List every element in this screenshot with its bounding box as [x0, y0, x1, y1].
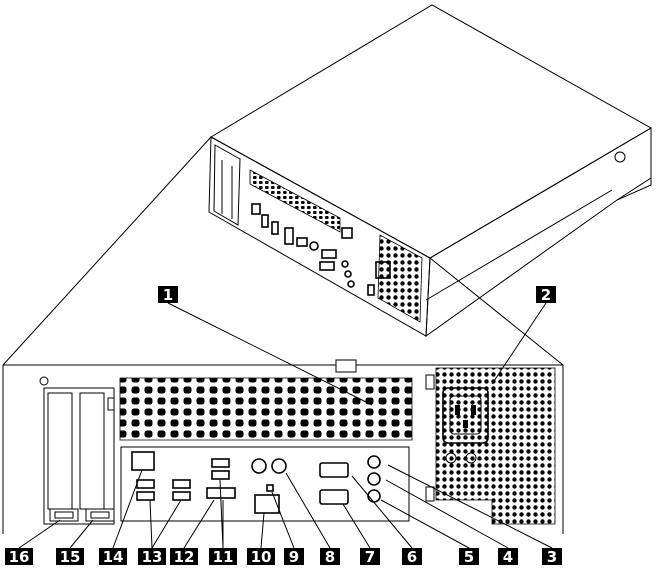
callout-9-label: 9: [289, 548, 299, 566]
callout-13-label: 13: [142, 548, 163, 566]
callout-13: 13: [138, 548, 166, 566]
callout-7: 7: [360, 548, 380, 566]
callout-1: 1: [158, 286, 178, 304]
callout-16-label: 16: [9, 548, 30, 566]
rear-panel: [3, 360, 563, 534]
callout-3: 3: [542, 548, 562, 566]
callout-3-label: 3: [547, 548, 557, 566]
callout-15-label: 15: [60, 548, 81, 566]
callout-8: 8: [320, 548, 340, 566]
callout-10-label: 10: [251, 548, 272, 566]
callout-14: 14: [99, 548, 127, 566]
callout-2-label: 2: [541, 286, 551, 304]
callout-7-label: 7: [365, 548, 375, 566]
callout-4: 4: [498, 548, 518, 566]
callout-4-label: 4: [503, 548, 513, 566]
callout-10: 10: [247, 548, 275, 566]
callout-11-label: 11: [213, 548, 234, 566]
callout-5-label: 5: [464, 548, 474, 566]
callout-5: 5: [459, 548, 479, 566]
callout-2: 2: [536, 286, 556, 304]
callout-15: 15: [56, 548, 84, 566]
callout-12-label: 12: [174, 548, 195, 566]
callout-16: 16: [5, 548, 33, 566]
computer-3d-view: [209, 5, 651, 336]
callout-1-label: 1: [163, 286, 173, 304]
callout-11: 11: [209, 548, 237, 566]
callout-8-label: 8: [325, 548, 335, 566]
callout-6-label: 6: [407, 548, 417, 566]
callout-6: 6: [402, 548, 422, 566]
callout-14-label: 14: [103, 548, 124, 566]
callout-9: 9: [284, 548, 304, 566]
callout-12: 12: [170, 548, 198, 566]
projection-lines: [3, 137, 563, 365]
